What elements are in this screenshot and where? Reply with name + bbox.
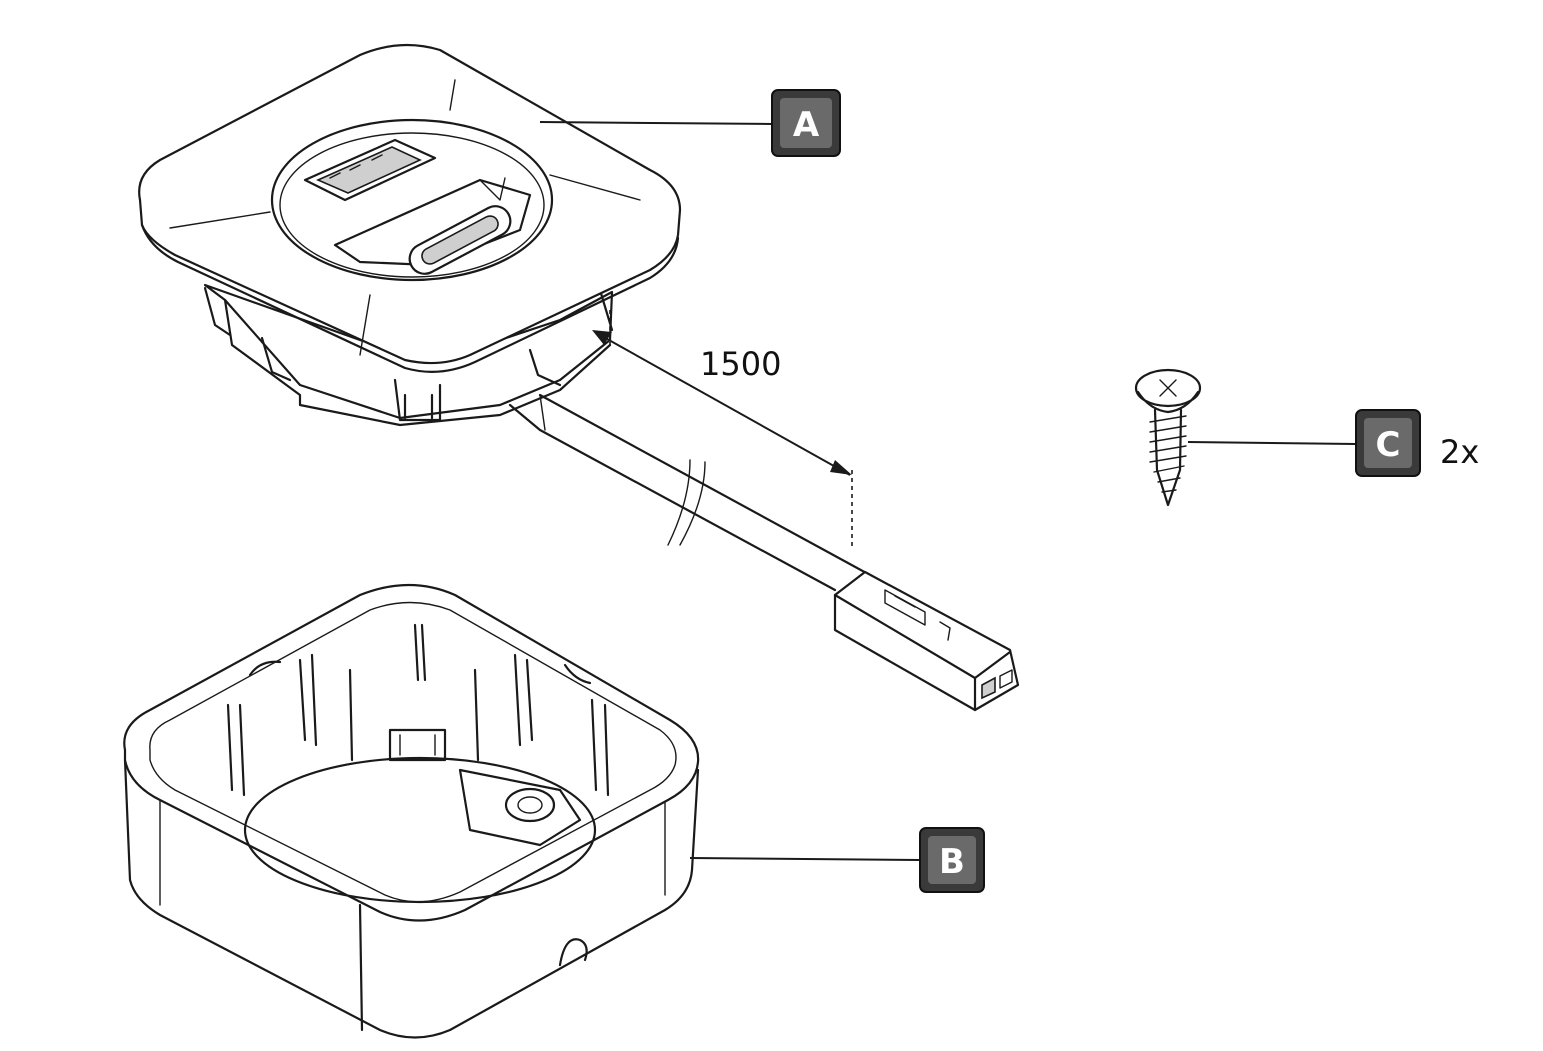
callout-a: A	[539, 89, 841, 157]
screw-icon	[1134, 368, 1202, 507]
quantity-c-label: 2x	[1440, 433, 1479, 471]
badge-a: A	[793, 105, 820, 145]
usb-socket-module-icon	[138, 43, 682, 427]
cable	[508, 393, 872, 592]
badge-c: C	[1376, 425, 1401, 465]
mounting-box-icon	[123, 583, 700, 1039]
badge-b: B	[939, 842, 965, 882]
callout-b: B	[689, 827, 985, 893]
dimension-line: 1500	[592, 310, 853, 550]
callout-c: C 2x	[1187, 409, 1479, 477]
cable-length-label: 1500	[700, 345, 781, 383]
cable-connector-icon	[833, 570, 1020, 712]
